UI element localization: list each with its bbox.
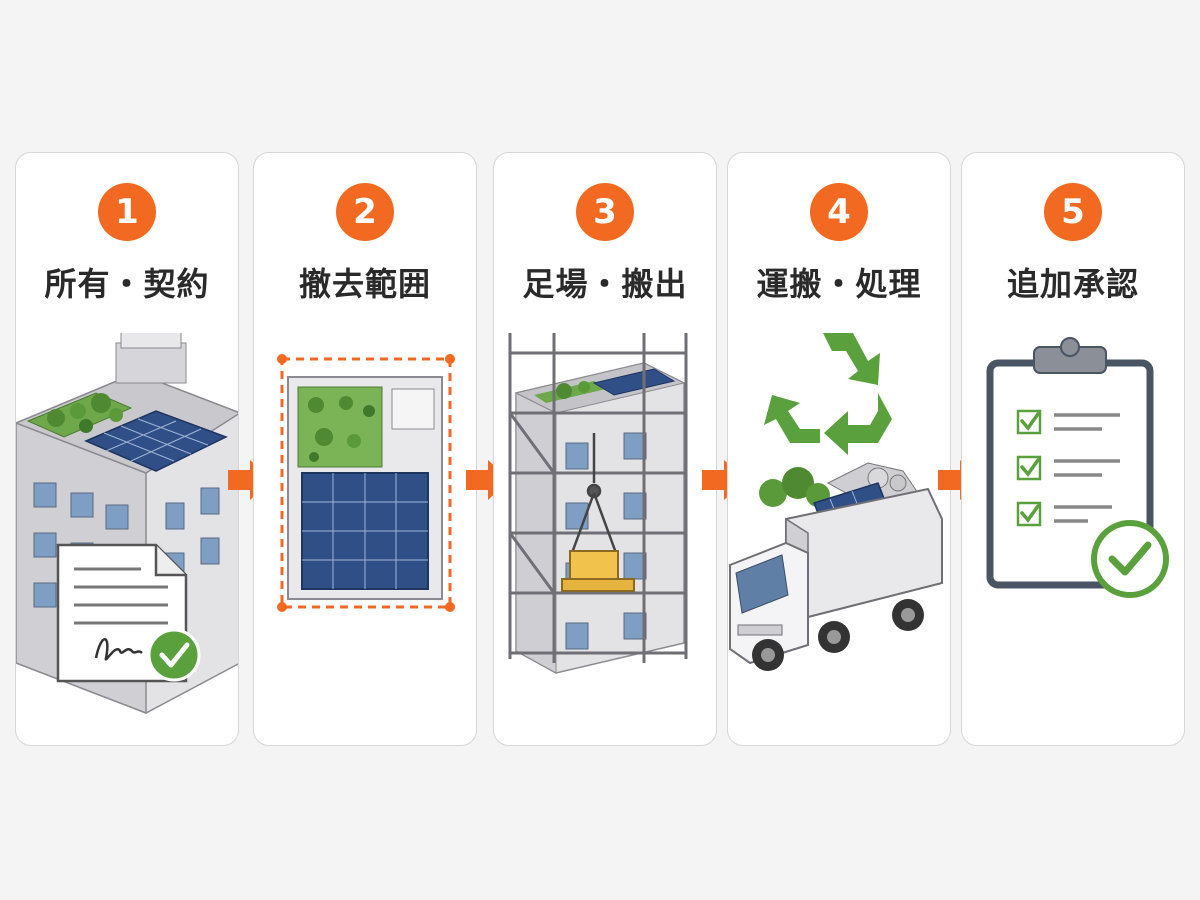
step-title: 足場・搬出 [522,265,688,303]
crane-hook-icon [570,433,618,554]
step-number-badge: 2 [336,183,394,241]
step-card-2: 2 撤去範囲 [253,152,477,746]
recycle-icon [764,333,892,455]
solar-panel-icon [84,410,228,472]
step-title: 運搬・処理 [756,265,922,303]
step-number-badge: 4 [810,183,868,241]
step-card-1: 1 所有・契約 [15,152,239,746]
step-title: 所有・契約 [44,265,210,303]
scaffolding-icon [508,333,688,663]
step-card-4: 4 運搬・処理 [727,152,951,746]
transport-disposal-illustration [729,333,943,671]
step-number-badge: 1 [98,183,156,241]
removal-area-dashed-icon [277,354,455,612]
scaffolding-removal-illustration [508,333,688,674]
removal-scope-illustration [277,354,455,612]
check-icon [1091,520,1169,598]
step-title: 追加承認 [1006,265,1139,303]
signature-icon [94,638,143,661]
ownership-contract-illustration [16,333,238,715]
solar-panel-icon [301,472,429,590]
building-icon [514,362,686,674]
step-card-5: 5 追加承認 [961,152,1185,746]
step-card-3: 3 足場・搬出 [493,152,717,746]
crate-icon [561,550,635,592]
dump-truck-icon [729,487,943,671]
checklist-icon [1016,409,1120,527]
step-title: 撤去範囲 [298,265,431,303]
step-number-badge: 5 [1044,183,1102,241]
additional-approval-illustration [986,337,1169,598]
rooftop-garden-icon [26,392,133,438]
step-number-badge: 3 [576,183,634,241]
check-icon [147,628,201,682]
